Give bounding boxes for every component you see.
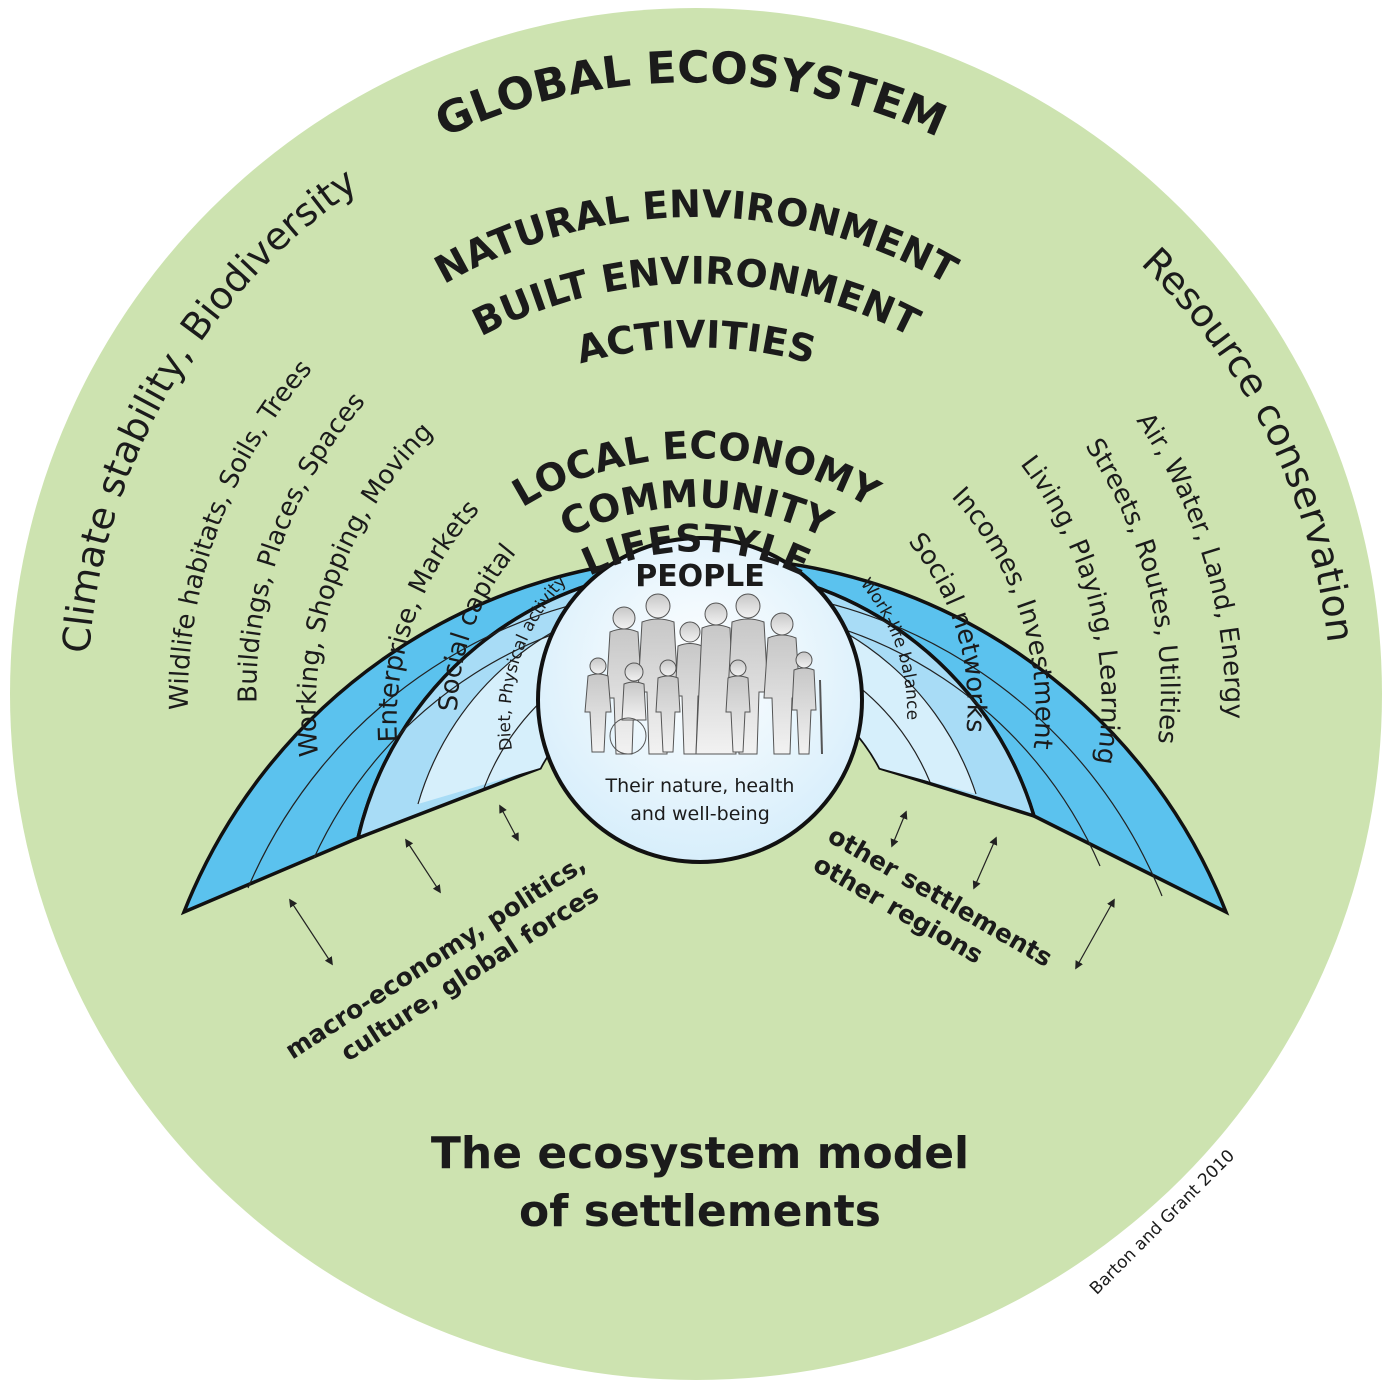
diagram-title-line1: The ecosystem model (431, 1128, 969, 1179)
diagram-title-line2: of settlements (519, 1186, 881, 1237)
people-subtitle-line1: Their nature, health (605, 775, 795, 797)
people-subtitle-line2: and well-being (630, 803, 770, 825)
people-heading: PEOPLE (635, 559, 765, 594)
people-group-icon (584, 593, 823, 755)
interaction-arrows (289, 804, 1115, 970)
